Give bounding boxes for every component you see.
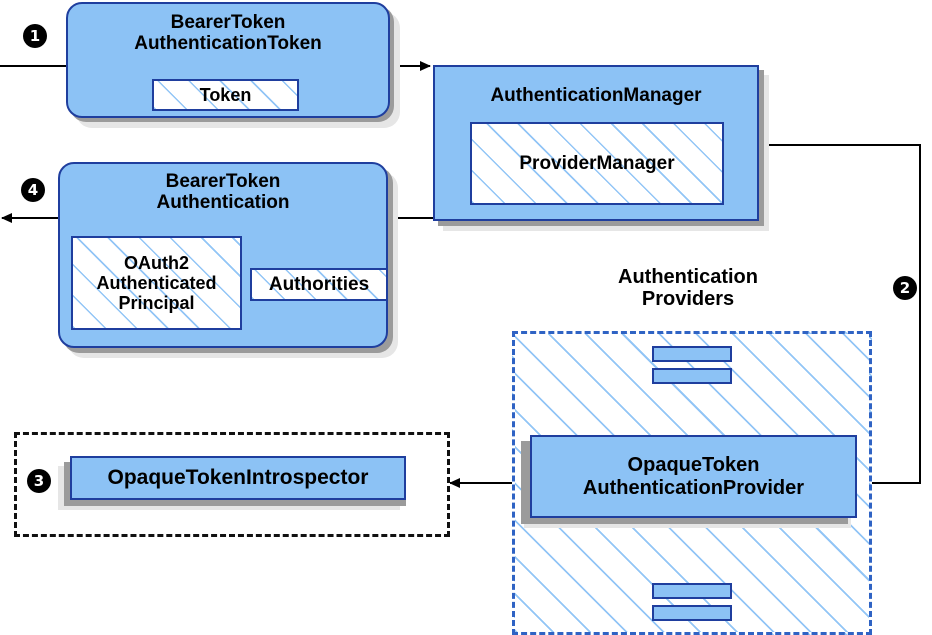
opaque-token-authentication-provider-node[interactable]: OpaqueToken AuthenticationProvider <box>530 435 857 518</box>
authentication-manager-title: AuthenticationManager <box>490 85 702 106</box>
oauth2-authenticated-principal-box[interactable]: OAuth2 Authenticated Principal <box>71 236 242 330</box>
opaque-token-introspector-node[interactable]: OpaqueTokenIntrospector <box>70 456 406 500</box>
bearer-token-authentication-token-title: BearerToken AuthenticationToken <box>134 12 322 55</box>
step-badge-1: 1 <box>23 24 47 48</box>
collapsed-provider-bar-top-1 <box>652 346 732 362</box>
collapsed-provider-bar-bottom-1 <box>652 583 732 599</box>
provider-manager-child-label: ProviderManager <box>519 152 675 174</box>
token-child-box[interactable]: Token <box>152 79 299 111</box>
provider-manager-child-box[interactable]: ProviderManager <box>470 122 724 205</box>
step-badge-4: 4 <box>21 178 45 202</box>
authorities-box[interactable]: Authorities <box>250 268 388 301</box>
token-child-label: Token <box>199 84 252 105</box>
oauth2-authenticated-principal-label: OAuth2 Authenticated Principal <box>96 252 217 314</box>
collapsed-provider-bar-top-2 <box>652 368 732 384</box>
connector-manager-to-provider <box>759 144 921 488</box>
step-badge-3: 3 <box>27 469 51 493</box>
collapsed-provider-bar-bottom-2 <box>652 605 732 621</box>
bearer-token-authentication-title: BearerToken Authentication <box>156 171 290 214</box>
opaque-token-authentication-provider-title: OpaqueToken AuthenticationProvider <box>582 454 805 499</box>
opaque-token-introspector-title: OpaqueTokenIntrospector <box>107 466 369 490</box>
step-badge-2: 2 <box>893 276 917 300</box>
authorities-label: Authorities <box>268 273 370 295</box>
authentication-providers-caption: Authentication Providers <box>618 266 758 311</box>
